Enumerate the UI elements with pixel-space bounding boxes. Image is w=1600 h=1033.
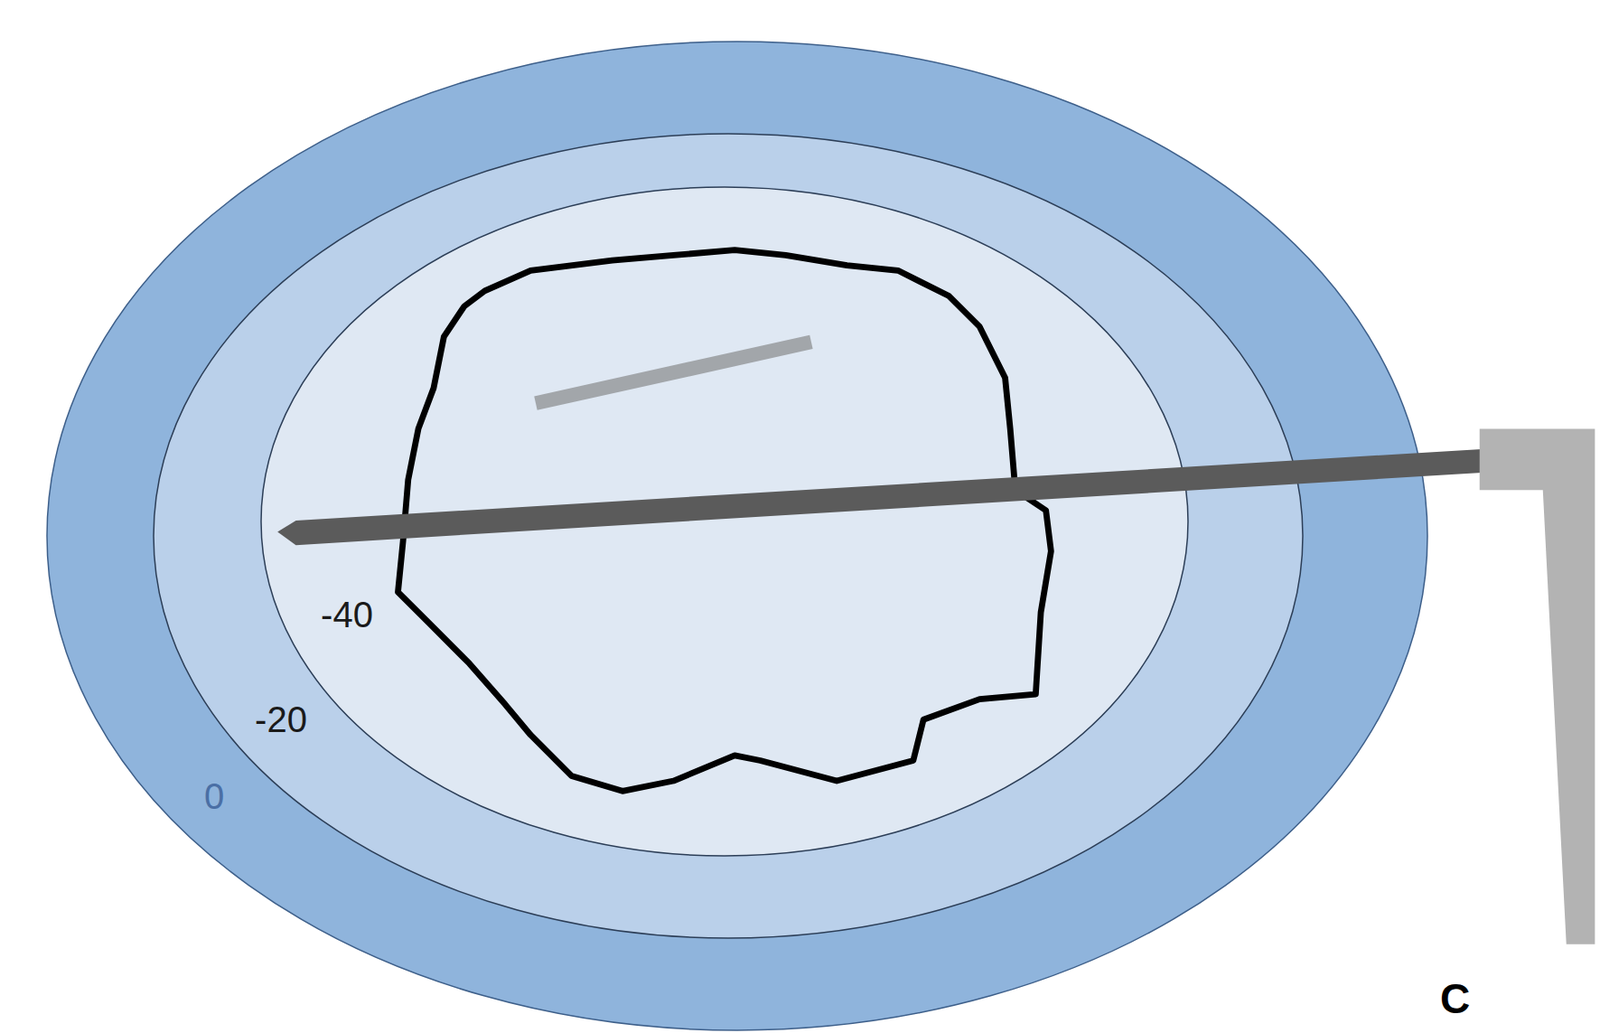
depth-value: -40 bbox=[320, 596, 374, 633]
panel-letter: C bbox=[1440, 977, 1470, 1020]
depth-value: 0 bbox=[204, 777, 225, 815]
outer-band: 0 -20 -40 bbox=[46, 40, 1429, 1031]
probe-handle bbox=[1479, 428, 1596, 944]
depth-value: -20 bbox=[254, 701, 308, 738]
probe-needle bbox=[277, 449, 1482, 545]
gray-marker bbox=[535, 341, 812, 403]
